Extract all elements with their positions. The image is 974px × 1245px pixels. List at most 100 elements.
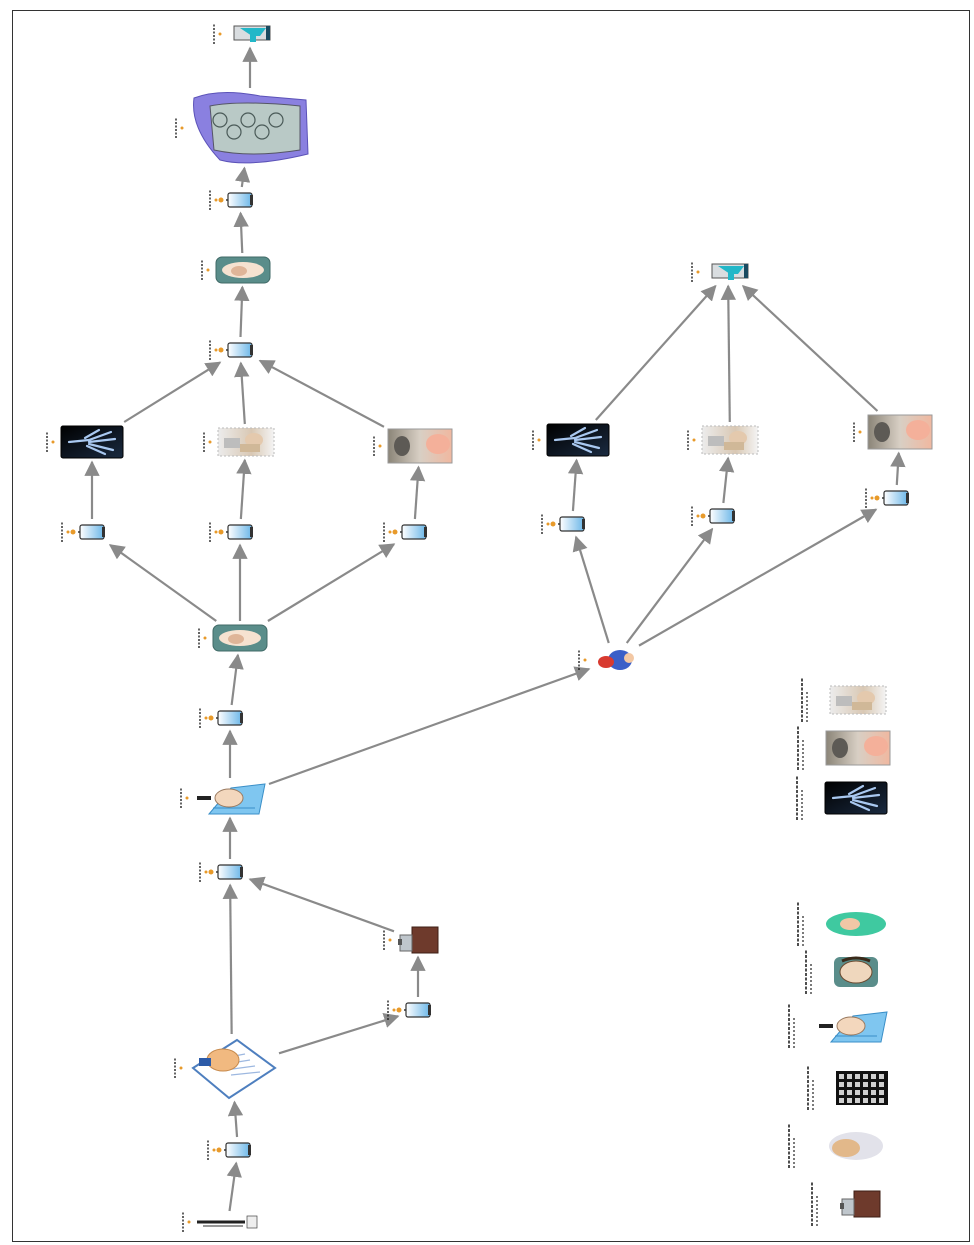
legend-item-5 xyxy=(805,950,878,994)
green-hands-icon xyxy=(826,912,886,936)
doctor-icon xyxy=(819,1011,888,1043)
node-label-mark xyxy=(578,650,587,670)
node-label-mark xyxy=(207,1140,216,1160)
treatment-photo-icon xyxy=(387,428,453,464)
node-c4[interactable] xyxy=(199,708,243,728)
node-label-mark xyxy=(383,522,392,542)
node-label-mark xyxy=(46,432,55,452)
edge-c5-to-hand2 xyxy=(234,285,250,338)
edge-cD-to-xray2 xyxy=(567,458,584,512)
node-label-mark xyxy=(198,628,207,648)
legend-label-mark xyxy=(788,1004,795,1048)
legend-label-mark xyxy=(805,950,812,994)
legend-item-6 xyxy=(797,902,886,946)
edge-c1-to-doc xyxy=(227,1100,244,1138)
node-c1[interactable] xyxy=(207,1140,251,1160)
edge-c4-to-hand1 xyxy=(228,653,244,706)
treatment-photo-icon xyxy=(867,414,933,450)
node-trophy2[interactable] xyxy=(691,262,749,282)
node-label-mark xyxy=(61,522,70,542)
edge-photo2-to-c5 xyxy=(258,359,385,428)
legend-item-4 xyxy=(788,1004,888,1048)
edge-doc-to-c3 xyxy=(222,883,238,1035)
edge-cB-to-photo1 xyxy=(236,458,252,520)
edge-xray1-to-c5 xyxy=(123,361,222,423)
edge-cC-to-photo2 xyxy=(409,465,426,520)
legend-item-3 xyxy=(807,1066,888,1110)
node-brain[interactable] xyxy=(175,91,309,164)
cup-icon xyxy=(208,710,243,726)
cup-icon xyxy=(216,1142,251,1158)
edge-photo3-to-trophy2 xyxy=(720,284,737,423)
node-cA[interactable] xyxy=(61,522,105,542)
node-label-mark xyxy=(213,24,222,44)
cup-icon xyxy=(550,516,585,532)
node-hand2[interactable] xyxy=(201,256,271,284)
node-doc[interactable] xyxy=(174,1038,277,1100)
node-label-mark xyxy=(199,862,208,882)
node-photo4[interactable] xyxy=(853,414,933,450)
node-cE[interactable] xyxy=(691,506,735,526)
edge-hand1-to-cC xyxy=(267,543,396,622)
node-label-mark xyxy=(201,260,210,280)
node-start[interactable] xyxy=(182,1212,258,1232)
xray-hand-icon xyxy=(824,781,888,815)
legend-item-1 xyxy=(811,1182,881,1226)
node-cD[interactable] xyxy=(541,514,585,534)
node-label-mark xyxy=(373,436,382,456)
node-label-mark xyxy=(687,430,696,450)
cup-icon xyxy=(218,524,253,540)
doctor-icon xyxy=(197,783,266,815)
node-cF[interactable] xyxy=(865,488,909,508)
xray-hand-icon xyxy=(60,425,124,459)
edge-ice-to-c3 xyxy=(248,876,395,933)
legend-item-9 xyxy=(801,678,887,722)
node-photo2[interactable] xyxy=(373,428,453,464)
face-icon xyxy=(834,956,878,987)
edge-person-to-cD xyxy=(572,535,610,644)
node-label-mark xyxy=(174,1058,183,1078)
ice-box-icon xyxy=(398,926,439,954)
node-doctor[interactable] xyxy=(180,783,266,815)
node-label-mark xyxy=(387,1000,396,1020)
node-label-mark xyxy=(199,708,208,728)
node-hand1[interactable] xyxy=(198,624,268,652)
node-c5[interactable] xyxy=(209,340,253,360)
edge-cF-to-photo4 xyxy=(890,451,906,486)
legend-item-7 xyxy=(796,776,888,820)
node-c3[interactable] xyxy=(199,862,243,882)
diagram-frame xyxy=(12,10,970,1242)
edges-layer xyxy=(84,46,906,1212)
node-person[interactable] xyxy=(578,650,634,670)
node-label-mark xyxy=(182,1212,191,1232)
edge-photo1-to-c5 xyxy=(234,361,250,425)
node-photo1[interactable] xyxy=(203,427,275,457)
node-label-mark xyxy=(541,514,550,534)
node-xray2[interactable] xyxy=(532,423,610,457)
hand-care-icon xyxy=(215,256,271,284)
node-label-mark xyxy=(175,118,184,138)
clinic-photo-icon xyxy=(217,427,275,457)
brain-icon xyxy=(193,91,309,164)
node-label-mark xyxy=(180,788,189,808)
node-ice[interactable] xyxy=(383,926,439,954)
trophy-icon xyxy=(233,25,271,42)
legend-item-8 xyxy=(797,726,891,770)
cup-icon xyxy=(700,508,735,524)
legend xyxy=(788,678,891,1226)
clinic-photo-icon xyxy=(829,685,887,715)
node-photo3[interactable] xyxy=(687,425,759,455)
legend-item-2 xyxy=(788,1124,883,1168)
legend-label-mark xyxy=(788,1124,795,1168)
hand-ball-icon xyxy=(829,1132,883,1160)
edge-person-to-cE xyxy=(625,527,714,644)
node-cB[interactable] xyxy=(209,522,253,542)
node-c2[interactable] xyxy=(387,1000,431,1020)
node-c6[interactable] xyxy=(209,190,253,210)
treatment-photo-icon xyxy=(825,730,891,766)
node-xray1[interactable] xyxy=(46,425,124,459)
node-cC[interactable] xyxy=(383,522,427,542)
cup-icon xyxy=(218,192,253,208)
node-trophy1[interactable] xyxy=(213,24,271,44)
